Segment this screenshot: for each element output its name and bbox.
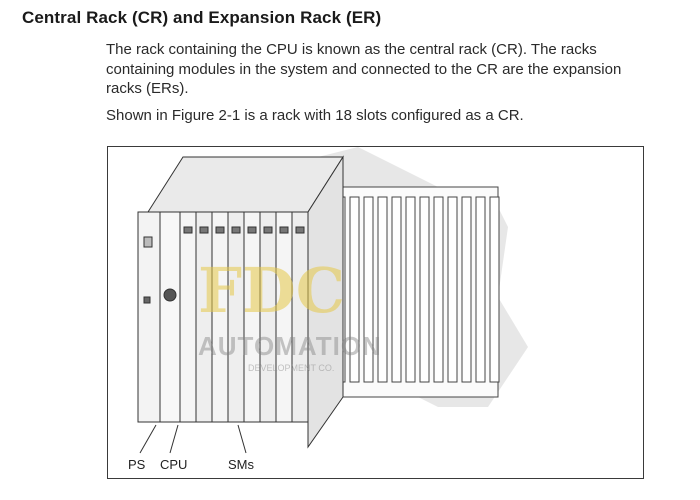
rack-slot bbox=[377, 196, 388, 383]
rack-slot bbox=[419, 196, 430, 383]
rack-slot bbox=[489, 196, 500, 383]
rack-figure: FDC AUTOMATION DEVELOPMENT CO. PS CPU SM… bbox=[107, 146, 644, 479]
rack-slot bbox=[461, 196, 472, 383]
rack-slots bbox=[327, 186, 500, 398]
module-indicator-icon bbox=[263, 226, 273, 234]
signal-module bbox=[179, 211, 197, 423]
cpu-keyswitch-icon bbox=[163, 288, 177, 302]
rack-slot bbox=[405, 196, 416, 383]
module-indicator-icon bbox=[231, 226, 241, 234]
module-indicator-icon bbox=[295, 226, 305, 234]
label-sms: SMs bbox=[228, 457, 254, 472]
module-block bbox=[137, 155, 344, 449]
cpu-module bbox=[159, 211, 181, 423]
rack-slot bbox=[349, 196, 360, 383]
rack-slot bbox=[447, 196, 458, 383]
module-indicator-icon bbox=[279, 226, 289, 234]
rack-slot bbox=[363, 196, 374, 383]
module-indicator-icon bbox=[215, 226, 225, 234]
leader-lines bbox=[139, 424, 247, 454]
section-heading: Central Rack (CR) and Expansion Rack (ER… bbox=[22, 8, 382, 27]
watermark-subtext: DEVELOPMENT CO. bbox=[248, 363, 335, 373]
module-indicator-icon bbox=[247, 226, 257, 234]
label-cpu: CPU bbox=[160, 457, 188, 472]
signal-module bbox=[291, 211, 309, 423]
rack-illustration: FDC bbox=[137, 147, 528, 454]
label-ps: PS bbox=[128, 457, 146, 472]
rack-slot bbox=[475, 196, 486, 383]
intro-paragraph: The rack containing the CPU is known as … bbox=[106, 41, 622, 97]
watermark-text: AUTOMATION bbox=[198, 331, 382, 361]
figure-reference-text: Shown in Figure 2-1 is a rack with 18 sl… bbox=[106, 107, 524, 124]
watermark-logo: FDC bbox=[198, 254, 345, 327]
rack-slot bbox=[391, 196, 402, 383]
module-indicator-icon bbox=[199, 226, 209, 234]
rack-slot bbox=[433, 196, 444, 383]
module-indicator-icon bbox=[183, 226, 193, 234]
